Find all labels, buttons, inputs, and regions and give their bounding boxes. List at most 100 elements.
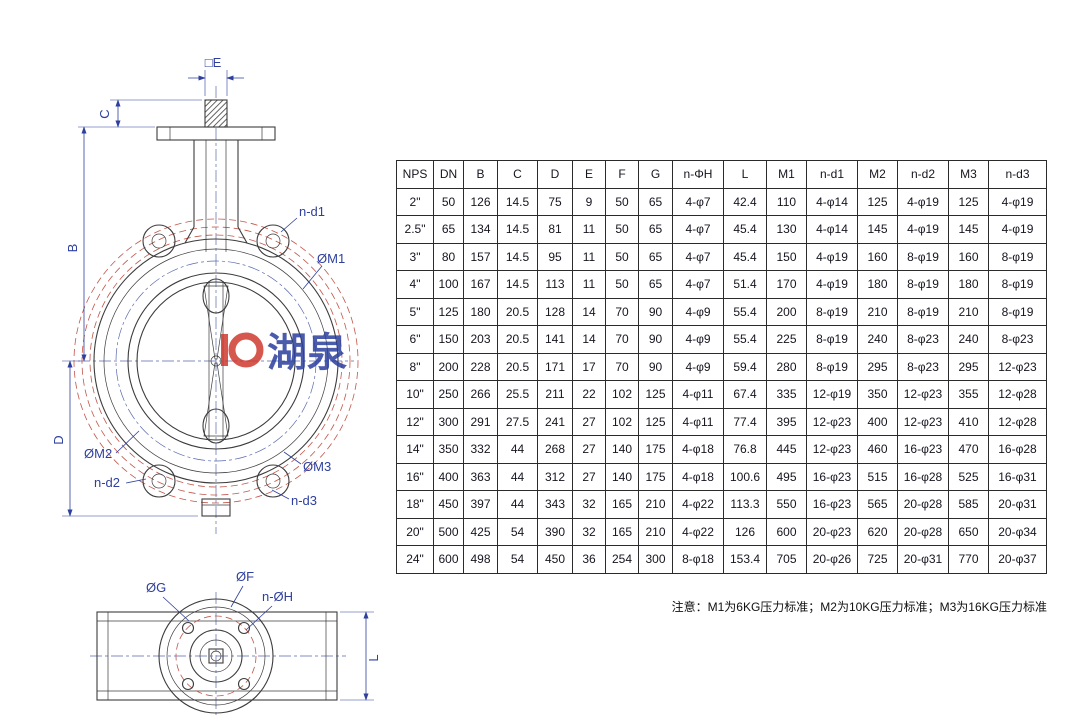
- table-cell: 14.5: [497, 215, 538, 244]
- table-cell: 400: [857, 407, 898, 436]
- table-cell: 113.3: [723, 490, 767, 519]
- table-cell: 4": [396, 270, 434, 299]
- table-cell: 4-φ14: [806, 187, 858, 216]
- table-cell: 24": [396, 545, 434, 574]
- table-cell: 2.5": [396, 215, 434, 244]
- table-cell: 4-φ7: [672, 242, 724, 271]
- body-ring-circle: [103, 248, 329, 474]
- table-cell: 45.4: [723, 215, 767, 244]
- table-cell: 4-φ11: [672, 380, 724, 409]
- leader-m1: ØM1: [302, 251, 345, 290]
- label-n-h: n-ØH: [262, 589, 293, 604]
- table-cell: 90: [638, 352, 673, 381]
- bottom-view: ØG ØF n-ØH L: [90, 569, 381, 718]
- column-header: B: [463, 160, 498, 189]
- table-cell: 225: [766, 325, 807, 354]
- table-cell: 20-φ28: [897, 490, 949, 519]
- dim-label-d: D: [51, 435, 66, 444]
- dim-label-l: L: [366, 654, 381, 661]
- table-cell: 203: [463, 325, 498, 354]
- column-header: G: [638, 160, 673, 189]
- table-cell: 51.4: [723, 270, 767, 299]
- table-cell: 4-φ18: [672, 462, 724, 491]
- table-cell: 240: [948, 325, 989, 354]
- table-cell: 4-φ19: [897, 187, 949, 216]
- leader-n-d2: n-d2: [94, 475, 147, 490]
- table-cell: 175: [638, 435, 673, 464]
- table-cell: 157: [463, 242, 498, 271]
- table-cell: 180: [948, 270, 989, 299]
- table-cell: 36: [572, 545, 606, 574]
- table-cell: 16-φ23: [806, 490, 858, 519]
- table-cell: 4-φ9: [672, 352, 724, 381]
- table-cell: 14": [396, 435, 434, 464]
- table-cell: 45.4: [723, 242, 767, 271]
- dim-label-c: C: [97, 109, 112, 118]
- column-header: M1: [766, 160, 807, 189]
- table-cell: 50: [433, 187, 464, 216]
- table-cell: 4-φ11: [672, 407, 724, 436]
- table-cell: 44: [497, 490, 538, 519]
- bolt-circle: [175, 615, 257, 697]
- table-cell: 130: [766, 215, 807, 244]
- table-cell: 100: [433, 270, 464, 299]
- table-cell: 20": [396, 517, 434, 546]
- watermark-text: 湖泉: [267, 331, 347, 375]
- column-header: NPS: [396, 160, 434, 189]
- table-cell: 55.4: [723, 297, 767, 326]
- label-f: ØF: [236, 569, 254, 584]
- table-cell: 171: [537, 352, 573, 381]
- table-cell: 95: [537, 242, 573, 271]
- table-cell: 27: [572, 435, 606, 464]
- bolt-circle-m1: [89, 234, 343, 488]
- table-cell: 705: [766, 545, 807, 574]
- table-cell: 65: [638, 215, 673, 244]
- table-cell: 5": [396, 297, 434, 326]
- table-cell: 12-φ23: [988, 352, 1047, 381]
- table-cell: 90: [638, 325, 673, 354]
- table-cell: 70: [605, 352, 639, 381]
- table-cell: 17: [572, 352, 606, 381]
- bore-outer-circle: [127, 272, 305, 450]
- table-cell: 145: [948, 215, 989, 244]
- table-cell: 16-φ23: [806, 462, 858, 491]
- table-cell: 725: [857, 545, 898, 574]
- table-cell: 44: [497, 462, 538, 491]
- table-cell: 54: [497, 517, 538, 546]
- valve-technical-drawing: □E C B D: [51, 55, 381, 718]
- bolt-hole: [237, 677, 251, 691]
- table-cell: 8-φ19: [988, 270, 1047, 299]
- table-cell: 210: [638, 490, 673, 519]
- table-cell: 4-φ7: [672, 270, 724, 299]
- table-cell: 9: [572, 187, 606, 216]
- table-cell: 16-φ23: [897, 435, 949, 464]
- watermark-logo-ring: [228, 332, 264, 368]
- table-cell: 250: [433, 380, 464, 409]
- table-cell: 4-φ9: [672, 325, 724, 354]
- table-cell: 20-φ31: [897, 545, 949, 574]
- column-header: E: [572, 160, 606, 189]
- table-cell: 42.4: [723, 187, 767, 216]
- table-cell: 55.4: [723, 325, 767, 354]
- bottom-cap: [201, 498, 231, 517]
- table-cell: 450: [537, 545, 573, 574]
- table-cell: 11: [572, 215, 606, 244]
- label-g: ØG: [146, 580, 166, 595]
- column-header: n-ΦH: [672, 160, 724, 189]
- table-cell: 12-φ23: [897, 407, 949, 436]
- table-cell: 525: [948, 462, 989, 491]
- dimension-c: C: [97, 99, 202, 128]
- dimension-b: B: [65, 126, 155, 362]
- column-header: n-d3: [988, 160, 1047, 189]
- table-cell: 125: [433, 297, 464, 326]
- table-cell: 77.4: [723, 407, 767, 436]
- table-cell: 12-φ28: [988, 407, 1047, 436]
- label-n-d2: n-d2: [94, 475, 120, 490]
- table-cell: 165: [605, 490, 639, 519]
- stem-square: [208, 648, 224, 664]
